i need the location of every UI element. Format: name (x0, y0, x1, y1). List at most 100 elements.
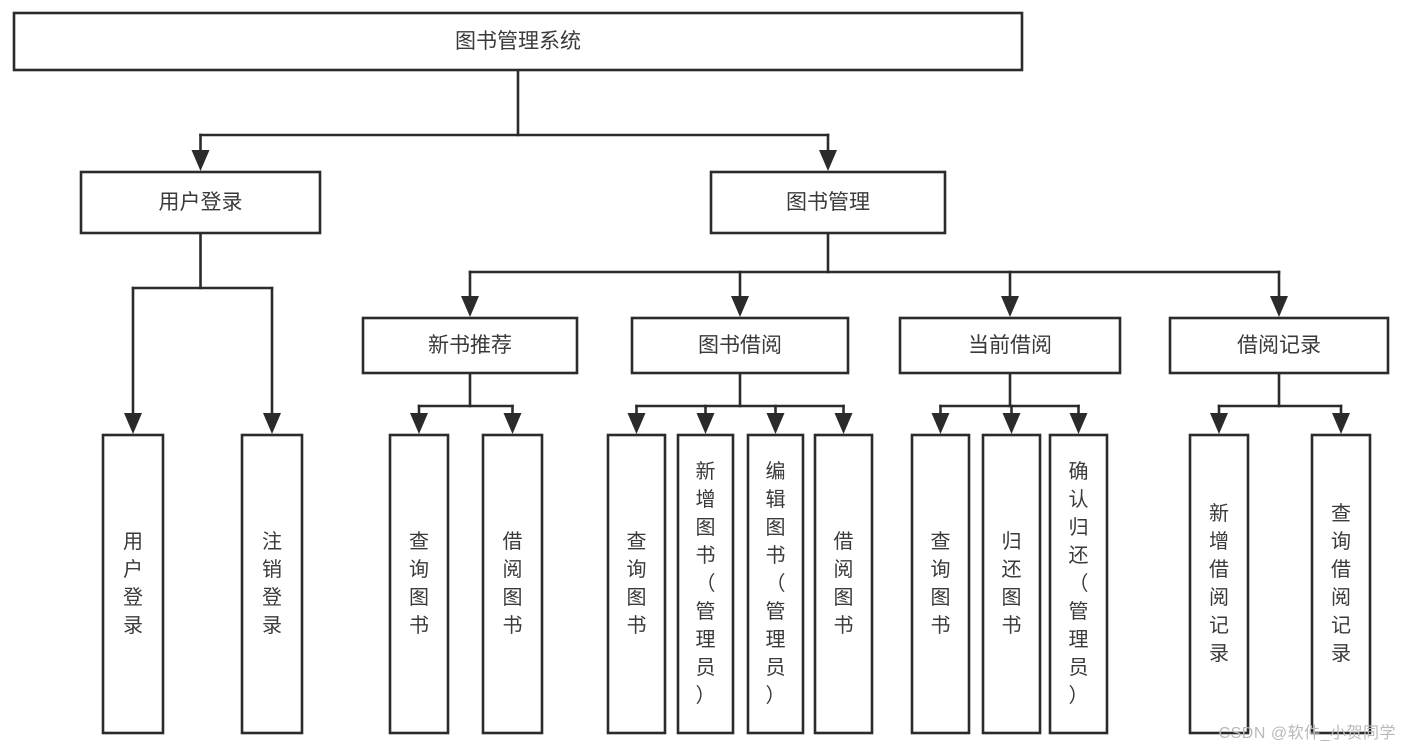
node-label-char: 书 (696, 544, 716, 567)
node-re-query[interactable]: 查询借阅记录查询借阅记录 (1310, 433, 1372, 735)
node-label: 用户登录 (159, 191, 243, 214)
node-box[interactable] (101, 433, 165, 735)
node-label-char: 书 (834, 614, 854, 637)
node-box[interactable] (12, 11, 1024, 72)
node-box[interactable] (630, 316, 850, 375)
arrow-head-icon (766, 413, 785, 434)
node-label-char: 查 (627, 530, 647, 553)
node-label-char: （ (696, 572, 716, 595)
node-label-char: 询 (409, 558, 429, 581)
arrow-head-icon (731, 296, 749, 317)
node-root[interactable]: 图书管理系统 (12, 11, 1024, 72)
node-label-char: 图 (627, 587, 647, 609)
node-box[interactable] (981, 433, 1042, 735)
node-box[interactable] (898, 316, 1122, 375)
node-bo-query[interactable]: 查询图书查询图书 (606, 433, 667, 735)
node-box[interactable] (1048, 433, 1109, 735)
node-box[interactable] (746, 433, 805, 735)
node-records[interactable]: 借阅记录 (1168, 316, 1390, 375)
node-label-char: 增 (696, 488, 716, 511)
node-label-char: 用 (123, 531, 143, 553)
node-label-char: 图 (1002, 587, 1022, 609)
arrow-head-icon (1002, 413, 1021, 434)
node-label-char: （ (766, 572, 786, 595)
node-box[interactable] (709, 170, 947, 235)
node-bo-lend[interactable]: 借阅图书借阅图书 (813, 433, 874, 735)
node-label-char: 理 (1069, 629, 1089, 651)
node-label-char: 员 (766, 657, 786, 679)
edge-group-bookmgmt (461, 231, 1288, 317)
node-newbook[interactable]: 新书推荐 (361, 316, 579, 375)
node-label-char: 图 (409, 587, 429, 609)
node-box[interactable] (361, 316, 579, 375)
node-box[interactable] (481, 433, 544, 735)
node-box[interactable] (813, 433, 874, 735)
node-label-char: 书 (409, 614, 429, 637)
node-box[interactable] (606, 433, 667, 735)
node-label-char: 销 (262, 558, 282, 581)
node-bookmgmt[interactable]: 图书管理 (709, 170, 947, 235)
node-label-char: ） (1069, 684, 1089, 707)
node-label-char: 录 (123, 615, 143, 637)
node-login[interactable]: 用户登录 (79, 170, 322, 235)
arrow-head-icon (627, 413, 646, 434)
node-label-char: 记 (1331, 614, 1351, 637)
node-label-char: 员 (696, 657, 716, 679)
node-box[interactable] (388, 433, 450, 735)
node-box[interactable] (1310, 433, 1372, 735)
node-borrow[interactable]: 图书借阅 (630, 316, 850, 375)
arrow-head-icon (819, 150, 837, 171)
node-box[interactable] (1168, 316, 1390, 375)
node-label: 当前借阅 (968, 334, 1052, 357)
node-userlogin[interactable]: 用户登录用户登录 (101, 433, 165, 735)
node-cu-query[interactable]: 查询图书查询图书 (910, 433, 971, 735)
node-label-char: 辑 (766, 488, 786, 511)
watermark-text: CSDN @软件_小贺同学 (1218, 725, 1396, 742)
node-label-char: 借 (1209, 558, 1229, 581)
node-box[interactable] (910, 433, 971, 735)
node-label-char: 编 (766, 460, 786, 483)
arrow-head-icon (696, 413, 715, 434)
node-label-char: 录 (262, 615, 282, 637)
edge-group-root (191, 68, 837, 171)
node-box[interactable] (676, 433, 735, 735)
node-re-add[interactable]: 新增借阅记录新增借阅记录 (1188, 433, 1250, 735)
node-label-char: 归 (1002, 530, 1022, 553)
node-nb-borrow[interactable]: 借阅图书借阅图书 (481, 433, 544, 735)
node-box[interactable] (1188, 433, 1250, 735)
node-label-char: 新 (1209, 502, 1229, 525)
node-box[interactable] (240, 433, 304, 735)
edge-group-records (1210, 371, 1350, 434)
node-nb-query[interactable]: 查询图书查询图书 (388, 433, 450, 735)
edges-layer (124, 68, 1350, 434)
arrow-head-icon (191, 150, 210, 171)
node-label-char: 管 (1069, 600, 1089, 623)
edge-group-current (931, 371, 1088, 434)
node-current[interactable]: 当前借阅 (898, 316, 1122, 375)
node-box[interactable] (79, 170, 322, 235)
node-label-char: 询 (931, 558, 951, 581)
arrow-head-icon (1270, 296, 1288, 317)
node-label-char: 理 (766, 629, 786, 651)
node-label-char: 认 (1069, 488, 1089, 511)
node-label-char: 书 (1002, 614, 1022, 637)
node-label-char: 图 (931, 587, 951, 609)
node-logout[interactable]: 注销登录注销登录 (240, 433, 304, 735)
node-cu-return[interactable]: 归还图书归还图书 (981, 433, 1042, 735)
node-label: 图书管理系统 (455, 30, 581, 53)
node-label-char: ） (766, 684, 786, 707)
node-label-char: 新 (696, 460, 716, 483)
node-label-char: 确 (1069, 460, 1089, 483)
arrow-head-icon (263, 413, 281, 434)
node-label-char: 管 (766, 600, 786, 623)
node-label-char: 图 (834, 587, 854, 609)
node-label-char: 注 (262, 530, 282, 553)
node-label-char: 书 (766, 544, 786, 567)
node-label-char: 归 (1069, 516, 1089, 539)
arrow-head-icon (1332, 413, 1350, 434)
node-label-char: 书 (627, 614, 647, 637)
